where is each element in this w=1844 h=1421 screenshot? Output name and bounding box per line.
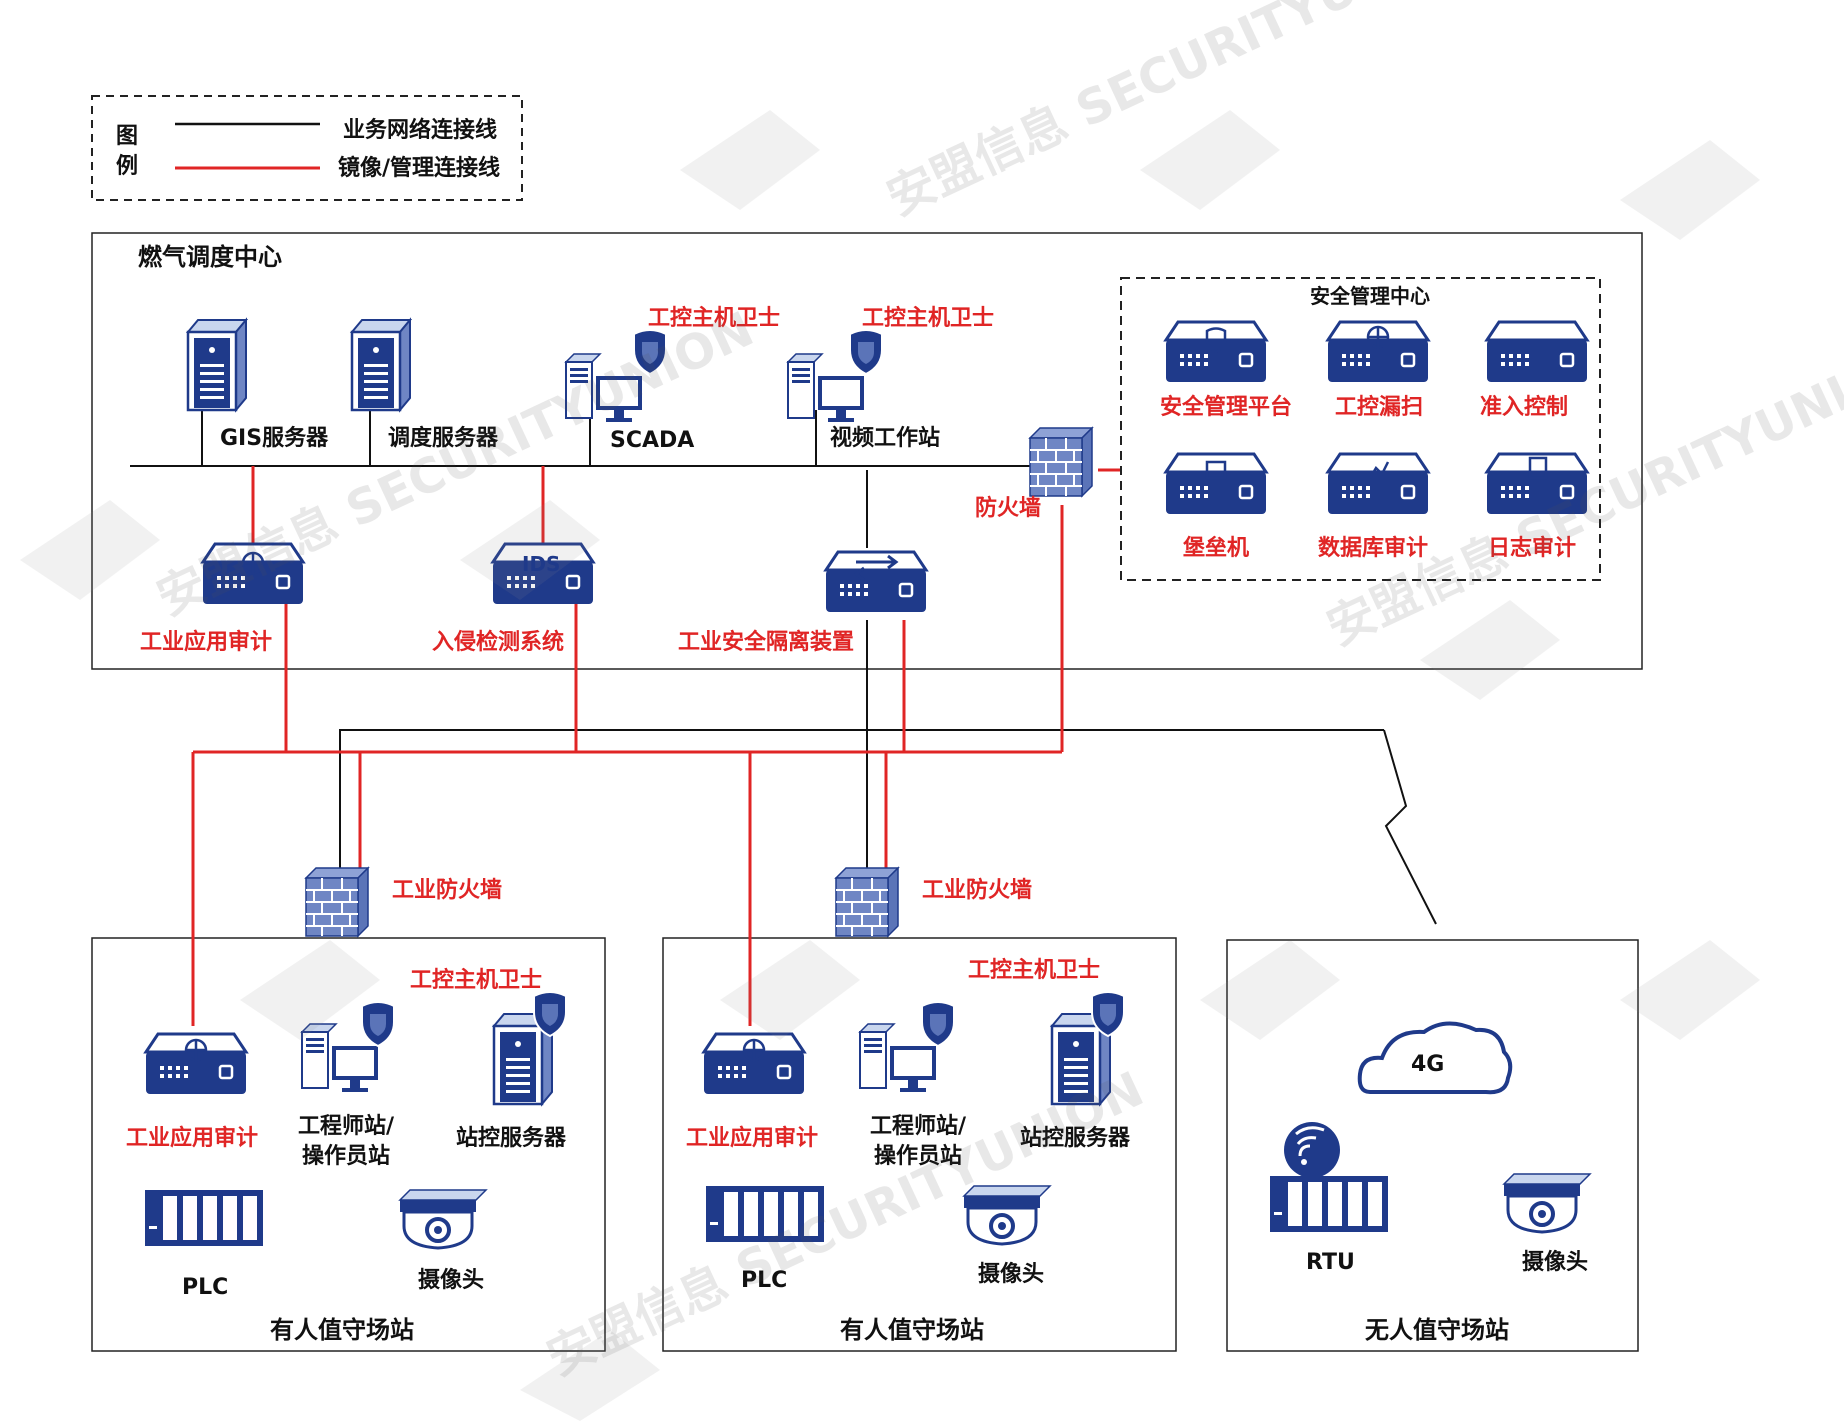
security-item-0: 安全管理平台 [1160, 395, 1293, 420]
scada-shield-icon [633, 329, 667, 375]
station1-engineer-label: 工程师站/ 操作员站 [298, 1114, 395, 1169]
ids-label: 入侵检测系统 [432, 630, 565, 655]
station2-plc-icon [706, 1186, 824, 1242]
app-audit-label: 工业应用审计 [140, 630, 273, 655]
station1-app-audit-label: 工业应用审计 [126, 1126, 259, 1151]
cloud-4g-label: 4G [1411, 1052, 1445, 1077]
station2-app-audit-label: 工业应用审计 [686, 1126, 819, 1151]
station3-camera-label: 摄像头 [1522, 1250, 1589, 1275]
firewall-icon [1029, 427, 1093, 497]
firewall-label: 防火墙 [975, 496, 1042, 521]
legend-title: 图 例 [116, 124, 139, 179]
dispatch-center-title: 燃气调度中心 [138, 243, 282, 271]
station2-camera-icon [962, 1184, 1052, 1246]
station1-plc-label: PLC [182, 1275, 229, 1300]
station2-title: 有人值守场站 [840, 1316, 984, 1344]
station1-frame [91, 937, 606, 1352]
wireless-icon [1284, 1122, 1340, 1178]
station1-server-label: 站控服务器 [456, 1126, 567, 1151]
rtu-label: RTU [1306, 1250, 1355, 1275]
ids-box-label: IDS [522, 552, 561, 576]
security-center-frame [1120, 277, 1601, 581]
dispatch-server-label: 调度服务器 [388, 426, 499, 451]
db-audit-icon [1326, 452, 1430, 516]
station1-shield-icon [361, 1001, 395, 1047]
legend-business-label: 业务网络连接线 [343, 118, 498, 143]
station1-camera-label: 摄像头 [418, 1268, 485, 1293]
security-item-1: 工控漏扫 [1335, 395, 1424, 420]
station2-frame [662, 937, 1177, 1352]
dispatch-server-icon [350, 318, 412, 412]
station1-plc-icon [145, 1190, 263, 1246]
scada-label: SCADA [610, 428, 695, 453]
station2-plc-label: PLC [741, 1268, 788, 1293]
station1-title: 有人值守场站 [270, 1316, 414, 1344]
station3-camera-icon [1502, 1172, 1592, 1234]
station2-firewall-icon [835, 867, 899, 937]
security-item-4: 数据库审计 [1318, 536, 1429, 561]
station2-camera-label: 摄像头 [978, 1262, 1045, 1287]
mirror-lines [191, 466, 1120, 1026]
scada-workstation-icon [565, 353, 643, 423]
station1-firewall-icon [305, 867, 369, 937]
station1-firewall-label: 工业防火墙 [392, 878, 503, 903]
business-lines [130, 404, 1437, 930]
gis-server-label: GIS服务器 [220, 426, 329, 451]
station2-firewall-label: 工业防火墙 [922, 878, 1033, 903]
security-item-2: 准入控制 [1480, 395, 1569, 420]
station3-frame [1226, 939, 1639, 1352]
watermark-graphics [20, 110, 1760, 1421]
security-item-3: 堡垒机 [1183, 536, 1250, 561]
host-guard-label-1: 工控主机卫士 [648, 306, 781, 331]
station3-title: 无人值守场站 [1365, 1316, 1509, 1344]
video-workstation-icon [787, 353, 865, 423]
video-shield-icon [849, 329, 883, 375]
security-center-title: 安全管理中心 [1310, 284, 1430, 308]
station2-shield-icon [921, 1001, 955, 1047]
access-control-icon [1485, 320, 1589, 384]
legend-frame [91, 95, 523, 201]
station2-server-label: 站控服务器 [1020, 1126, 1131, 1151]
station1-host-guard-label: 工控主机卫士 [410, 968, 543, 993]
log-audit-icon [1485, 452, 1589, 516]
station2-host-guard-label: 工控主机卫士 [968, 958, 1101, 983]
station2-engineer-label: 工程师站/ 操作员站 [870, 1114, 967, 1169]
video-station-label: 视频工作站 [830, 426, 941, 451]
rtu-icon [1270, 1176, 1388, 1232]
legend-mirror-label: 镜像/管理连接线 [338, 156, 501, 181]
isolation-label: 工业安全隔离装置 [678, 630, 855, 655]
cloud-icon [1357, 1021, 1513, 1095]
security-item-5: 日志审计 [1488, 536, 1577, 561]
host-guard-label-2: 工控主机卫士 [862, 306, 995, 331]
station1-camera-icon [398, 1188, 488, 1250]
gis-server-icon [186, 318, 248, 412]
